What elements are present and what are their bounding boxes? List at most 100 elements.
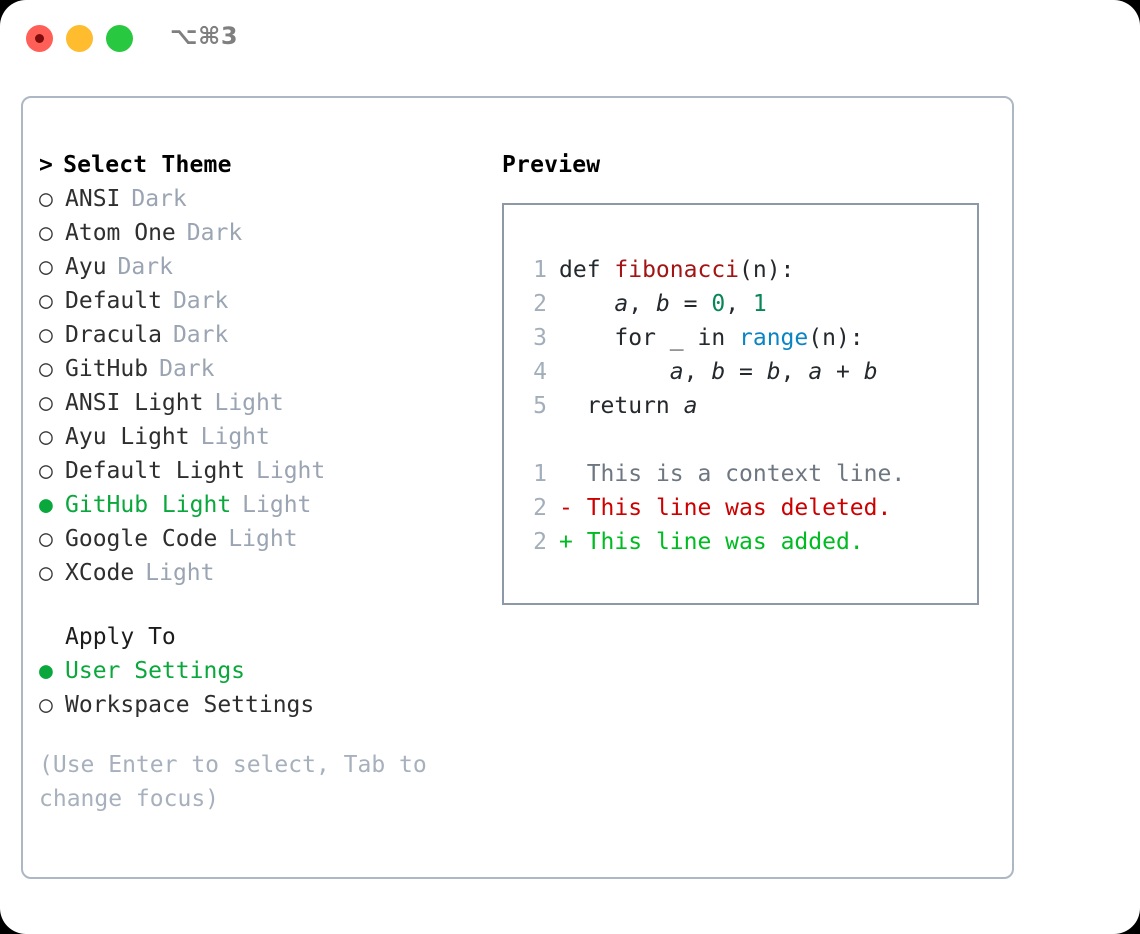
- radio-selected-icon[interactable]: ●: [39, 658, 53, 684]
- diff-text: This is a context line.: [586, 461, 906, 487]
- code-token: for _ in: [559, 325, 740, 351]
- diff-line: 2+ This line was added.: [521, 525, 977, 559]
- theme-name: XCode: [65, 560, 135, 586]
- code-token: ,: [683, 359, 712, 385]
- apply-to-option-user-settings[interactable]: ● User Settings: [39, 654, 479, 688]
- caret-icon: >: [39, 152, 54, 178]
- theme-name: Atom One: [65, 220, 176, 246]
- code-token: 0: [711, 291, 726, 317]
- radio-unselected-icon[interactable]: ○: [39, 390, 53, 416]
- code-token: b: [711, 359, 726, 385]
- traffic-light-buttons: [26, 25, 133, 52]
- radio-unselected-icon[interactable]: ○: [39, 560, 53, 586]
- radio-unselected-icon[interactable]: ○: [39, 322, 53, 348]
- apply-to-header: Apply To: [39, 620, 479, 654]
- radio-unselected-icon[interactable]: ○: [39, 186, 53, 212]
- radio-unselected-icon[interactable]: ○: [39, 526, 53, 552]
- radio-unselected-icon[interactable]: ○: [39, 692, 53, 718]
- code-token: a: [614, 291, 629, 317]
- code-token: (n):: [808, 325, 864, 351]
- theme-name: Google Code: [65, 526, 218, 552]
- radio-unselected-icon[interactable]: ○: [39, 220, 53, 246]
- apply-to-label: Apply To: [65, 624, 176, 650]
- code-token: def: [559, 257, 615, 283]
- code-token: +: [822, 359, 864, 385]
- code-token: (n):: [739, 257, 795, 283]
- line-number: 3: [533, 325, 547, 351]
- page-title: Select Theme: [63, 152, 232, 178]
- theme-option-atom-one[interactable]: ○ Atom One Dark: [39, 216, 479, 250]
- code-line: 5 return a: [521, 389, 977, 423]
- code-token: a: [683, 393, 698, 419]
- list-spacer: [39, 590, 479, 620]
- code-token: fibonacci: [614, 257, 740, 283]
- theme-name: Default: [65, 288, 162, 314]
- radio-unselected-icon[interactable]: ○: [39, 254, 53, 280]
- line-number: 2: [533, 529, 547, 555]
- theme-variant-tag: Light: [242, 492, 312, 518]
- keyboard-shortcut-label: ⌥⌘3: [170, 22, 239, 50]
- keyboard-hint: (Use Enter to select, Tab to change focu…: [39, 752, 427, 812]
- radio-unselected-icon[interactable]: ○: [39, 356, 53, 382]
- code-token: ,: [628, 291, 656, 317]
- radio-unselected-icon[interactable]: ○: [39, 288, 53, 314]
- radio-unselected-icon[interactable]: ○: [39, 458, 53, 484]
- preview-title: Preview: [502, 152, 601, 178]
- select-theme-header: > Select Theme: [39, 148, 479, 182]
- theme-name: Dracula: [65, 322, 162, 348]
- minimize-button[interactable]: [66, 25, 93, 52]
- theme-option-default-light[interactable]: ○ Default Light Light: [39, 454, 479, 488]
- code-token: range: [739, 325, 809, 351]
- maximize-button[interactable]: [106, 25, 133, 52]
- code-token: a: [808, 359, 823, 385]
- theme-name: Ayu: [65, 254, 107, 280]
- theme-variant-tag: Light: [256, 458, 326, 484]
- apply-to-option-workspace-settings[interactable]: ○Workspace Settings: [39, 688, 479, 722]
- diff-marker: +: [559, 529, 587, 555]
- radio-selected-icon[interactable]: ●: [39, 492, 53, 518]
- theme-variant-tag: Light: [214, 390, 284, 416]
- code-token: 1: [752, 291, 767, 317]
- code-token: [559, 291, 614, 317]
- line-number: 4: [533, 359, 547, 385]
- theme-variant-tag: Dark: [117, 254, 173, 280]
- line-number: 5: [533, 393, 547, 419]
- diff-marker: -: [559, 495, 587, 521]
- diff-text: This line was deleted.: [586, 495, 892, 521]
- theme-option-dracula[interactable]: ○ Dracula Dark: [39, 318, 479, 352]
- theme-option-ansi-light[interactable]: ○ ANSI Light Light: [39, 386, 479, 420]
- theme-variant-tag: Dark: [172, 322, 229, 348]
- radio-unselected-icon[interactable]: ○: [39, 424, 53, 450]
- theme-variant-tag: Dark: [186, 220, 243, 246]
- apply-to-list: ● User Settings ○Workspace Settings: [39, 654, 479, 722]
- theme-variant-tag: Light: [145, 560, 215, 586]
- code-token: =: [725, 359, 767, 385]
- apply-to-option-label: User Settings: [65, 658, 246, 684]
- theme-name: ANSI Light: [65, 390, 204, 416]
- title-bar: ⌥⌘3: [0, 0, 1140, 76]
- code-line: 2 a, b = 0, 1: [521, 287, 977, 321]
- code-token: b: [655, 291, 670, 317]
- theme-name: Ayu Light: [65, 424, 190, 450]
- line-number: 2: [533, 495, 547, 521]
- code-token: b: [863, 359, 878, 385]
- code-token: a: [669, 359, 684, 385]
- diff-sample: 1 This is a context line.2- This line wa…: [521, 457, 977, 559]
- theme-name: Default Light: [65, 458, 246, 484]
- theme-option-xcode[interactable]: ○ XCode Light: [39, 556, 479, 590]
- theme-option-ayu[interactable]: ○ Ayu Dark: [39, 250, 479, 284]
- close-button[interactable]: [26, 25, 53, 52]
- code-token: ,: [725, 291, 753, 317]
